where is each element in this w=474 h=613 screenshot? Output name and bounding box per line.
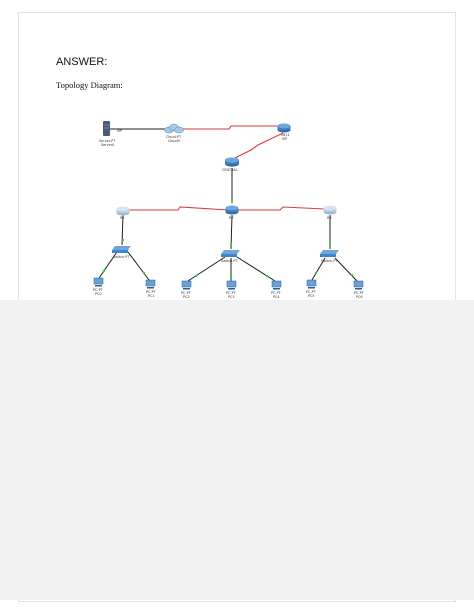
pc4-type-label: PC-PT — [226, 291, 237, 295]
pc5-name-label: PC4 — [273, 295, 280, 299]
isp-model-label: 2811 — [281, 133, 290, 137]
blank-area — [0, 300, 474, 600]
s2-switch-node[interactable]: Switch-PT — [221, 250, 240, 263]
cloud-type-label: Cloud-PT — [166, 135, 182, 139]
r2-name-label: R2 — [229, 216, 234, 220]
s1-pc1-link — [98, 251, 118, 279]
port-dot — [328, 242, 332, 246]
switch-icon — [112, 246, 131, 253]
s2-pc3-link — [187, 256, 226, 282]
s1-switch-node[interactable]: Switch-PT — [112, 246, 131, 259]
server-port-label: ISP — [117, 129, 122, 133]
port-dot — [194, 274, 198, 278]
r3-router-node[interactable]: R3 — [323, 205, 337, 220]
pc5-type-label: PC-PT — [271, 291, 282, 295]
port-dot — [229, 242, 233, 246]
pc-icon — [271, 280, 282, 290]
s2-model-label: Switch-PT — [221, 259, 238, 263]
s3-model-label: Switch-PT — [321, 259, 338, 263]
isp-central-link — [234, 132, 284, 159]
pc5-node[interactable]: PC-PT PC4 — [271, 280, 282, 299]
router-icon — [225, 205, 239, 215]
answer-heading: ANSWER: — [56, 56, 108, 68]
pc-icon — [353, 280, 364, 290]
pc-icon — [181, 280, 192, 290]
port-dot — [265, 274, 269, 278]
pc3-name-label: PC2 — [183, 295, 190, 299]
pc-icon — [145, 279, 156, 289]
pc3-node[interactable]: PC-PT PC2 — [181, 280, 192, 299]
server-type-label: Server-PT — [99, 139, 116, 143]
pc3-type-label: PC-PT — [181, 291, 192, 295]
cloud-node[interactable]: Cloud-PT Cloud0 — [164, 123, 184, 143]
pc-icon — [226, 280, 237, 290]
server-name-label: Server0 — [101, 143, 114, 147]
r1-r2-link — [128, 206, 229, 211]
port-dot — [121, 238, 125, 242]
pc7-node[interactable]: PC-PT PC6 — [353, 280, 365, 299]
router-icon — [225, 157, 239, 167]
s3-pc6-link — [311, 257, 326, 281]
pc1-node[interactable]: PC-PT PC0 — [93, 277, 104, 296]
central-name-label: CENTRAL — [222, 168, 238, 172]
pc1-type-label: PC-PT — [93, 288, 104, 292]
pc-icon — [306, 279, 317, 289]
port-dot — [142, 271, 146, 275]
links — [98, 125, 358, 282]
pc2-node[interactable]: PC-PT PC1 — [145, 279, 157, 298]
server-node[interactable]: ISP Server-PT Server0 — [99, 121, 122, 147]
router-icon — [116, 206, 130, 216]
pc2-type-label: PC-PT — [146, 290, 157, 294]
pc6-name-label: PC5 — [308, 294, 315, 298]
server-icon — [103, 121, 110, 136]
pc4-node[interactable]: PC-PT PC3 — [226, 280, 237, 299]
r3-name-label: R3 — [327, 216, 332, 220]
port-dot — [350, 273, 354, 277]
topology-diagram: ISP Server-PT Server0 Cloud-PT Cloud0 28… — [93, 121, 365, 299]
pc4-name-label: PC3 — [228, 295, 235, 299]
router-icon — [277, 123, 291, 133]
cloud-isp-link — [180, 125, 280, 130]
switch-icon — [221, 250, 240, 257]
r2-r3-link — [236, 206, 326, 211]
cloud-name-label: Cloud0 — [168, 139, 180, 143]
isp-name-label: ISP — [282, 137, 287, 141]
pc6-type-label: PC-PT — [306, 290, 317, 294]
port-dot — [229, 274, 233, 278]
port-dot — [314, 271, 318, 275]
router-icon — [323, 205, 337, 215]
s2-pc5-link — [236, 256, 276, 282]
pc7-name-label: PC6 — [356, 295, 363, 299]
pc1-name-label: PC0 — [95, 292, 102, 296]
s1-model-label: Switch-PT — [113, 255, 130, 259]
central-router-node[interactable]: CENTRAL — [222, 157, 239, 172]
port-dot — [230, 198, 234, 202]
s1-pc2-link — [127, 251, 150, 281]
s3-switch-node[interactable]: Switch-PT — [320, 250, 339, 263]
r1-name-label: R1 — [120, 216, 125, 220]
pc7-type-label: PC-PT — [354, 291, 365, 295]
isp-router-node[interactable]: 2811 ISP — [277, 123, 291, 142]
port-dot — [102, 269, 106, 273]
port-indicators — [102, 198, 354, 278]
topology-subtitle: Topology Diagram: — [56, 80, 123, 90]
r1-router-node[interactable]: R1 — [116, 206, 130, 220]
pc2-name-label: PC1 — [148, 294, 155, 298]
cloud-icon — [164, 123, 184, 134]
r2-router-node[interactable]: R2 — [225, 205, 239, 220]
switch-icon — [320, 250, 339, 257]
pc6-node[interactable]: PC-PT PC5 — [306, 279, 317, 298]
pc-icon — [93, 277, 104, 287]
s3-pc7-link — [334, 257, 358, 282]
